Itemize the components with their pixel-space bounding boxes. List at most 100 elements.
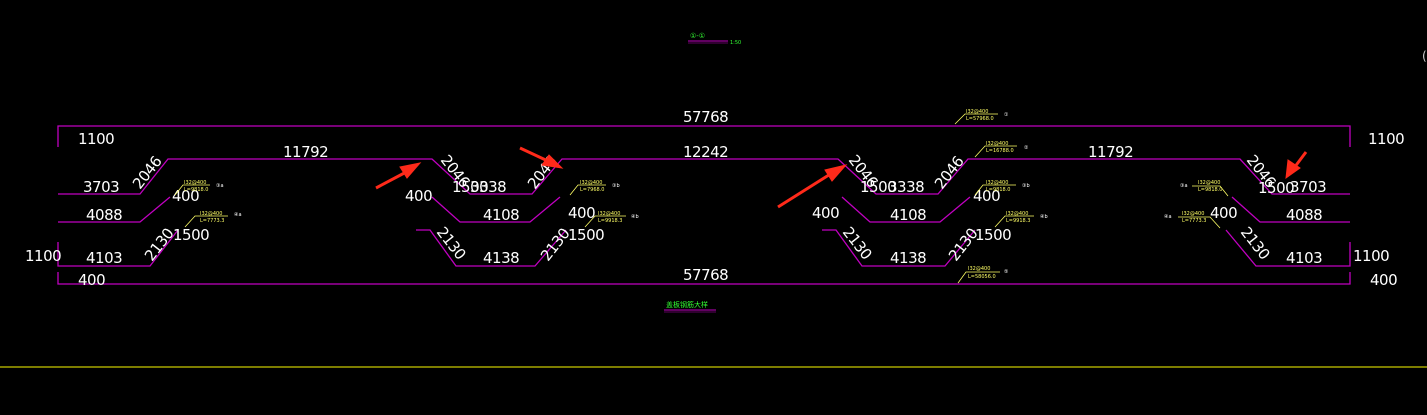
annotation-spec: Ⅰ32@400 [184,180,206,186]
bottom-bar-length: 57768 [683,266,728,284]
step-seg-label-2: 3338 [888,178,924,196]
annotation-mark: ⑤ [1004,269,1008,275]
annotation-spec: Ⅰ32@400 [986,180,1008,186]
annotation-length: L=9918.3 [598,218,622,224]
bend-end-label-3: 1500 [1258,179,1294,197]
annotation-spec: Ⅰ32@400 [1006,211,1028,217]
annotation-length: L=16788.0 [986,148,1014,154]
annotation-length: L=7773.3 [1182,218,1206,224]
bend-end-label-1: 1500 [452,178,488,196]
annotation-length: L=9918.3 [1006,218,1030,224]
bar-4-seg-right: 4088 [1286,206,1322,224]
top-bar [57,125,1351,147]
bar-4-offset-3: 400 [1210,204,1237,222]
top-bar-right-end: 1100 [1368,130,1404,148]
annotation-length: L=7773.3 [200,218,224,224]
annotation-spec: Ⅰ32@400 [1198,180,1220,186]
annotation-callout-10: Ⅰ32@400 L=7773.3 ④a [1164,211,1221,229]
annotation-callout-8: Ⅰ32@400 L=9918.3 ④b [994,211,1048,228]
annotation-spec: Ⅰ32@400 [968,266,990,272]
annotation-mark: ③b [1022,183,1030,189]
annotation-length: L=9818.0 [1198,187,1222,193]
annotation-callout-4: Ⅰ32@400 L=7773.3 ④a [184,211,242,228]
bent-bar-end-right: 3703 [1290,178,1326,196]
annotation-mark: ③b [612,183,620,189]
annotation-mark: ② [1024,145,1029,151]
top-bar-left-end: 1100 [78,130,114,148]
annotation-callout-2: Ⅰ32@400 L=16788.0 ② [974,141,1029,158]
bar-5 [57,229,1351,267]
step-seg-label-1: 3338 [470,178,506,196]
annotation-callout-5: Ⅰ32@400 L=7968.0 ③b [569,180,620,196]
annotation-callout-3: Ⅰ32@400 L=9818.0 ③a [174,180,224,196]
annotation-mark: ④a [234,212,242,218]
bar-4-seg-left: 4088 [86,206,122,224]
title-scale: 1:50 [730,40,741,46]
drawing-title: ①-① 1:50 [688,32,741,46]
drawing-caption: 盖板钢筋大样 [664,300,716,313]
arrow-icon [777,164,848,209]
bar-5-seg-right: 4103 [1286,249,1322,267]
arrow-icon [1285,151,1308,180]
top-bar-length: 57768 [683,108,728,126]
annotation-length: L=9818.0 [184,187,208,193]
bar-4-seg-mid-b: 4108 [890,206,926,224]
bar-4 [58,196,1350,223]
bent-bar-end-left: 3703 [83,178,119,196]
bottom-bar-right-label: 1100 [1353,247,1389,265]
annotation-callout-7: Ⅰ32@400 L=9818.0 ③b [974,180,1030,196]
annotation-mark: ④a [1164,214,1172,220]
annotation-mark: ④b [1040,214,1048,220]
bar-5-bend-end-3: 1500 [975,226,1011,244]
annotation-spec: Ⅰ32@400 [598,211,620,217]
bend-label-1: 2046 [129,153,165,193]
annotation-spec: Ⅰ32@400 [966,109,988,115]
step-offset-2: 400 [405,187,432,205]
title-text: ①-① [690,32,705,40]
bent-bar-seg-left: 11792 [283,143,328,161]
annotation-length: L=57968.0 [966,116,994,122]
red-arrows [375,146,1308,209]
annotation-callout-9: Ⅰ32@400 L=9818.0 ③a [1180,180,1229,197]
bar-5-bend-4: 2130 [839,223,875,263]
annotation-mark: ④b [631,214,639,220]
bottom-bar-left-label: 1100 [25,247,61,265]
edge-glyph: ( [1422,49,1427,63]
bar-5-bend-6: 2130 [1237,223,1273,263]
annotation-callout-1: Ⅰ32@400 L=57968.0 ① [954,109,1009,125]
annotation-spec: Ⅰ32@400 [986,141,1008,147]
bottom-bar-right-end: 400 [1370,271,1397,289]
bend-end-label-2: 1500 [860,178,896,196]
bar-5-bend-1: 2130 [141,225,177,265]
annotation-mark: ③a [1180,183,1188,189]
annotation-length: L=58056.0 [968,274,996,280]
annotation-spec: Ⅰ32@400 [580,180,602,186]
bar-5-seg-mid-a: 4138 [483,249,519,267]
caption-text: 盖板钢筋大样 [666,300,708,309]
bend-label-5: 2046 [931,153,967,193]
annotation-callout-6: Ⅰ32@400 L=9918.3 ④b [584,211,639,228]
bar-4-seg-mid-a: 4108 [483,206,519,224]
bar-5-bend-end-2: 1500 [568,226,604,244]
bar-5-seg-left: 4103 [86,249,122,267]
bottom-bar-left-end: 400 [78,271,105,289]
arrow-icon [375,162,422,190]
annotation-spec: Ⅰ32@400 [1182,211,1204,217]
annotation-callout-11: Ⅰ32@400 L=58056.0 ⑤ [957,266,1008,284]
bar-5-bend-2: 2130 [433,223,469,263]
annotation-length: L=7968.0 [580,187,604,193]
bar-5-bend-end-1: 1500 [173,226,209,244]
bent-bar-seg-mid: 12242 [683,143,728,161]
annotation-spec: Ⅰ32@400 [200,211,222,217]
bar-4-offset-2: 400 [812,204,839,222]
step-offset-3: 400 [973,187,1000,205]
bar-4-offset-1: 400 [568,204,595,222]
bent-bar [58,158,1350,195]
bar-5-seg-mid-b: 4138 [890,249,926,267]
annotation-length: L=9818.0 [986,187,1010,193]
bent-bar-seg-right: 11792 [1088,143,1133,161]
annotation-mark: ① [1004,112,1009,118]
step-offset-1: 400 [172,187,199,205]
annotation-mark: ③a [216,183,224,189]
